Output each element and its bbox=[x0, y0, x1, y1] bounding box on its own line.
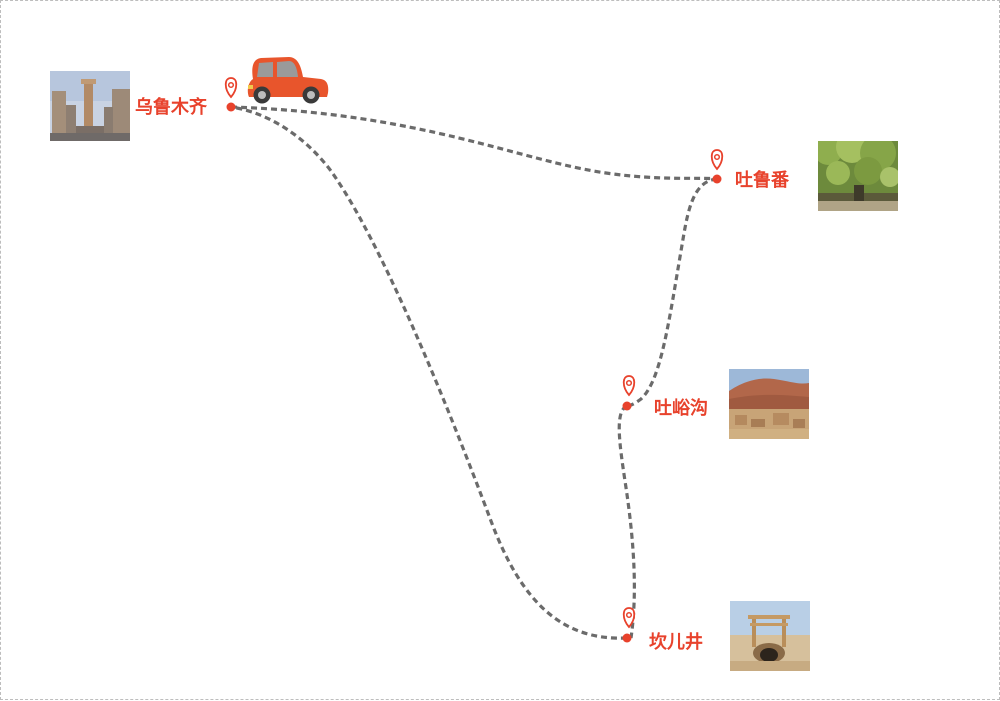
dot-karez bbox=[622, 633, 632, 643]
tuyugou-photo bbox=[729, 369, 809, 439]
map-pin-icon bbox=[622, 607, 636, 629]
turpan-photo bbox=[818, 141, 898, 211]
route-turpan-tuyugou bbox=[626, 177, 718, 408]
urumqi-photo bbox=[50, 71, 130, 141]
map-pin-icon bbox=[710, 149, 724, 171]
car-icon bbox=[247, 57, 329, 104]
route-urumqi-turpan bbox=[230, 105, 718, 181]
dot-turpan bbox=[712, 174, 722, 184]
route-karez-urumqi bbox=[230, 105, 628, 640]
map-pin-icon bbox=[622, 375, 636, 397]
city-label-turpan: 吐鲁番 bbox=[735, 170, 789, 191]
city-label-urumqi: 乌鲁木齐 bbox=[135, 97, 207, 118]
route-tuyugou-karez bbox=[617, 404, 636, 639]
dot-tuyugou bbox=[622, 401, 632, 411]
city-label-karez: 坎儿井 bbox=[649, 632, 703, 653]
map-pin-icon bbox=[224, 77, 238, 99]
city-label-tuyugou: 吐峪沟 bbox=[654, 398, 708, 419]
karez-photo bbox=[730, 601, 810, 671]
dot-urumqi bbox=[226, 102, 236, 112]
